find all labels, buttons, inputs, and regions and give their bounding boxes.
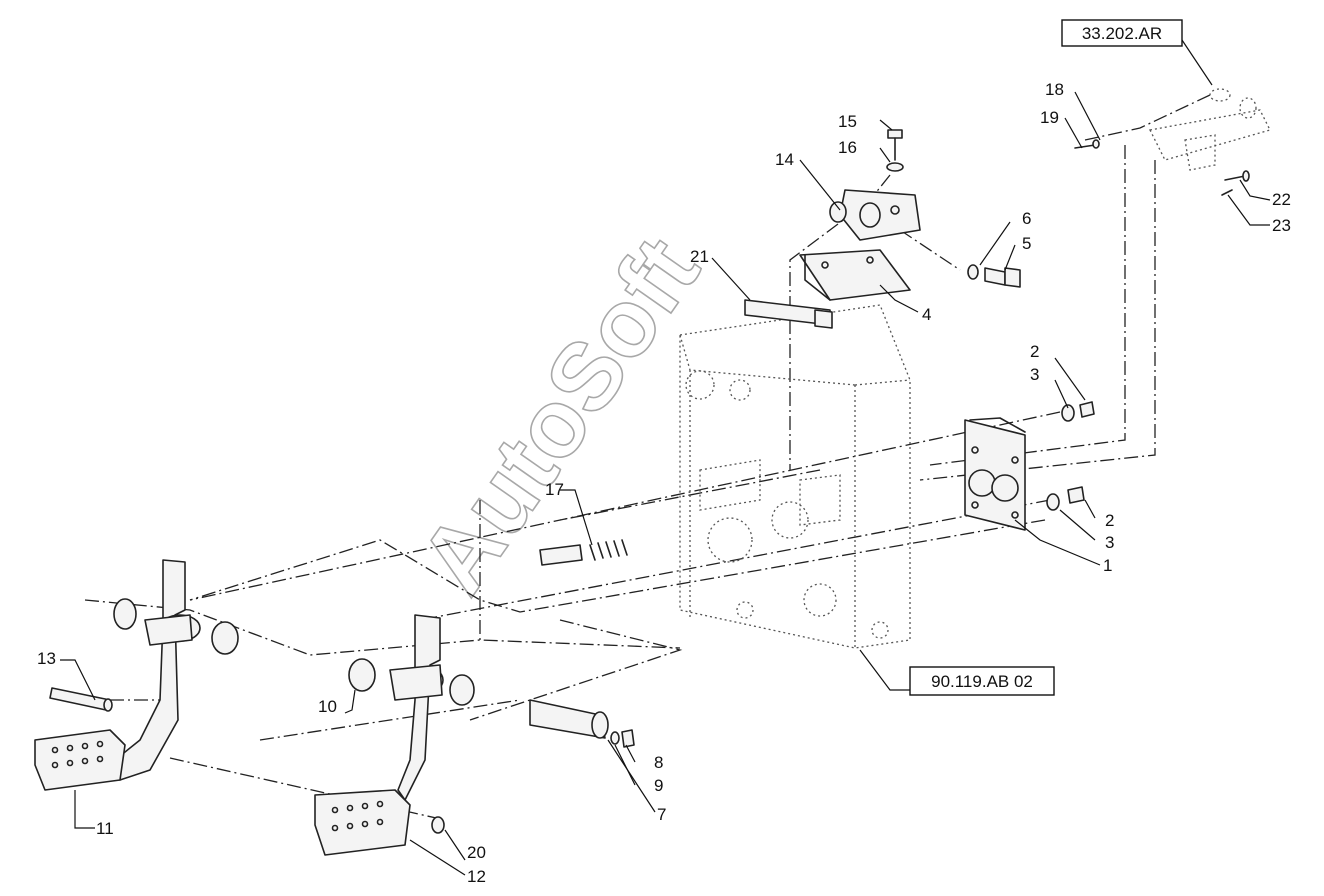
callout-12: 12 bbox=[467, 867, 486, 886]
part-15-bolt bbox=[887, 129, 903, 161]
part-23-cotter bbox=[1221, 189, 1233, 196]
callout-16: 16 bbox=[838, 138, 857, 157]
reference-box-bottom[interactable]: 90.119.AB 02 bbox=[909, 666, 1055, 696]
callout-2: 2 bbox=[1105, 511, 1114, 530]
callout-leaders bbox=[60, 91, 1271, 876]
part-5-bolt bbox=[984, 267, 1021, 288]
callout-9: 9 bbox=[654, 776, 663, 795]
left-bushing-inner bbox=[211, 621, 239, 655]
assembly-lines bbox=[84, 94, 1211, 821]
callout-11: 11 bbox=[96, 819, 114, 838]
callout-3: 3 bbox=[1105, 533, 1114, 552]
callout-2: 2 bbox=[1030, 342, 1039, 361]
callout-3: 3 bbox=[1030, 365, 1039, 384]
part-8-bolt bbox=[621, 729, 635, 748]
part-6-washer bbox=[967, 264, 979, 280]
part-14-valve bbox=[829, 189, 921, 241]
callout-13: 13 bbox=[37, 649, 56, 668]
callout-labels: 1 2 3 2 3 4 5 6 7 8 9 10 11 12 13 14 15 … bbox=[37, 80, 1291, 886]
reference-label: 90.119.AB 02 bbox=[931, 672, 1033, 691]
master-cylinder bbox=[1149, 88, 1271, 171]
part-16-washer bbox=[886, 162, 904, 172]
callout-14: 14 bbox=[775, 150, 794, 169]
part-12-pedal-right bbox=[314, 614, 444, 856]
right-bushing-inner bbox=[449, 674, 475, 706]
callout-19: 19 bbox=[1040, 108, 1059, 127]
callout-5: 5 bbox=[1022, 234, 1031, 253]
part-9-washer bbox=[610, 731, 620, 745]
callout-17: 17 bbox=[545, 480, 564, 499]
callout-10: 10 bbox=[318, 697, 337, 716]
reference-box-top-right[interactable]: 33.202.AR bbox=[1061, 19, 1183, 47]
callout-4: 4 bbox=[922, 305, 931, 324]
callout-21: 21 bbox=[690, 247, 709, 266]
part-4-bracket bbox=[799, 249, 911, 301]
callout-22: 22 bbox=[1272, 190, 1291, 209]
left-bushing-outer bbox=[113, 598, 137, 630]
part-7-shaft bbox=[529, 699, 609, 739]
part-21-strip bbox=[744, 299, 833, 329]
callout-7: 7 bbox=[657, 805, 666, 824]
callout-23: 23 bbox=[1272, 216, 1291, 235]
part-13-pin bbox=[49, 687, 113, 712]
reference-label: 33.202.AR bbox=[1082, 24, 1162, 43]
main-bracket-plate bbox=[679, 304, 911, 649]
part-10-bushing bbox=[348, 658, 376, 692]
part-19-pin bbox=[1074, 139, 1100, 149]
callout-6: 6 bbox=[1022, 209, 1031, 228]
part-1-mounting-plate bbox=[964, 417, 1026, 531]
part-17-spring bbox=[539, 539, 628, 566]
part-11-pedal-left bbox=[34, 559, 201, 791]
part-20-clip bbox=[431, 816, 445, 834]
bolt-2-lower bbox=[1046, 486, 1085, 511]
callout-20: 20 bbox=[467, 843, 486, 862]
callout-15: 15 bbox=[838, 112, 857, 131]
callout-1: 1 bbox=[1103, 556, 1112, 575]
callout-8: 8 bbox=[654, 753, 663, 772]
part-22-pin bbox=[1224, 170, 1250, 182]
bolt-2-upper bbox=[1061, 401, 1095, 422]
callout-18: 18 bbox=[1045, 80, 1064, 99]
